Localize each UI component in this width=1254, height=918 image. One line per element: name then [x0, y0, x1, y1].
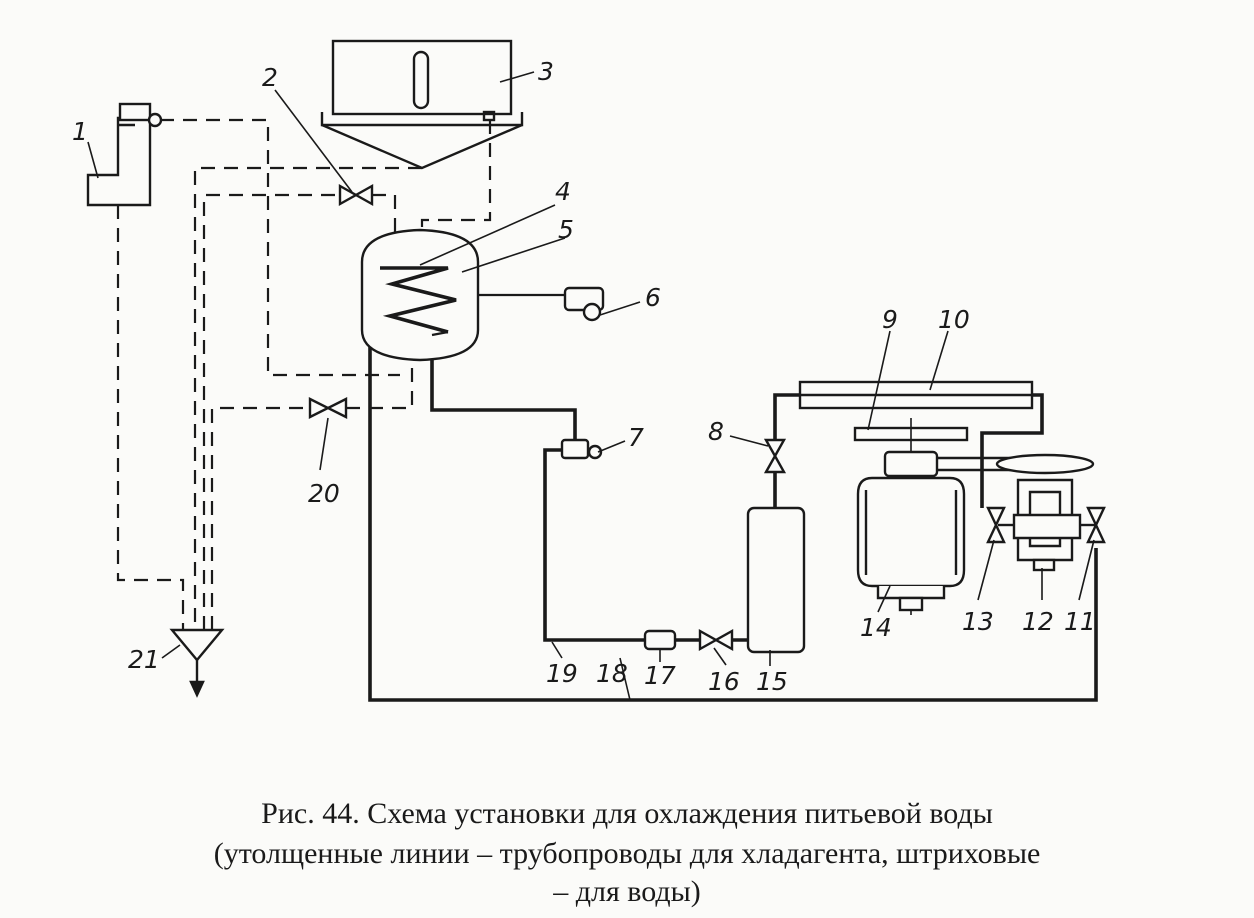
part-numbers: 1 2 3 4 5 6 7 8 9 10 11 12 13 14 15 16 1… [72, 57, 1096, 696]
compressor [998, 478, 1096, 572]
valve-8 [763, 438, 787, 474]
water-tank [320, 39, 524, 170]
label-12: 12 [1022, 607, 1054, 636]
belt-drive [937, 453, 1095, 475]
expansion-valve [560, 438, 603, 460]
label-5: 5 [558, 215, 574, 244]
label-1: 1 [72, 117, 88, 146]
drain-funnel [169, 628, 225, 698]
label-17: 17 [644, 661, 676, 690]
label-4: 4 [555, 177, 571, 206]
motor [856, 450, 966, 612]
evaporator-vessel [360, 228, 480, 362]
label-8: 8 [708, 417, 724, 446]
valve-16 [698, 628, 734, 652]
valve-2 [338, 183, 374, 207]
water-line-drain-1 [116, 205, 185, 630]
filter-drier [643, 629, 677, 651]
valve-11 [1086, 506, 1106, 544]
label-11: 11 [1064, 607, 1096, 636]
caption-line-1: Рис. 44. Схема установки для охлаждения … [261, 797, 993, 830]
water-line-tank-outlet [420, 120, 492, 235]
label-6: 6 [645, 283, 661, 312]
water-line-valve-2 [202, 193, 397, 630]
label-14: 14 [860, 613, 892, 642]
label-16: 16 [708, 667, 740, 696]
thermostat [563, 286, 605, 322]
condenser [798, 380, 1034, 410]
label-10: 10 [938, 305, 970, 334]
water-line-tank-drain [193, 166, 422, 630]
leader-lines [87, 71, 1095, 701]
label-7: 7 [628, 423, 644, 452]
receiver [746, 506, 806, 654]
refrigerant-line-evap-outlet [430, 335, 577, 440]
label-3: 3 [538, 57, 554, 86]
label-2: 2 [262, 63, 278, 92]
refrigerant-line-19 [543, 448, 645, 642]
caption-line-3: – для воды) [553, 875, 701, 908]
water-line-valve-20 [210, 360, 414, 630]
water-lines [116, 118, 492, 630]
caption-line-2: (утолщенные линии – трубопроводы для хла… [213, 837, 1041, 870]
label-15: 15 [756, 667, 788, 696]
label-19: 19 [546, 659, 578, 688]
label-9: 9 [882, 305, 898, 334]
label-21: 21 [128, 645, 160, 674]
valve-13 [986, 506, 1006, 544]
label-20: 20 [308, 479, 340, 508]
label-18: 18 [596, 659, 628, 688]
water-line-drinking-loop [160, 118, 400, 377]
refrigerant-line-18 [368, 255, 1098, 702]
drinking-fountain [86, 102, 163, 207]
valve-20 [308, 397, 348, 419]
refrigerant-line-receiver [773, 393, 800, 508]
label-13: 13 [962, 607, 994, 636]
